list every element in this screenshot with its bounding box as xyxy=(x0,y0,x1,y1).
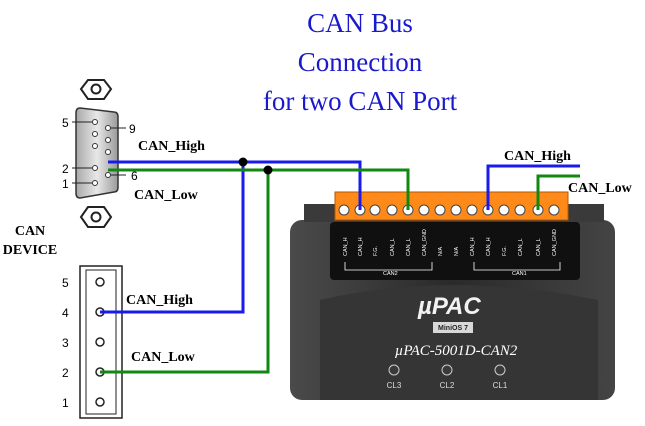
led-cl1-label: CL1 xyxy=(493,381,508,390)
title-line-2: Connection xyxy=(298,47,423,77)
db9-pin-9-label: 9 xyxy=(129,122,136,136)
terminal-label: CAN_L xyxy=(390,238,396,256)
db9-can-high-label: CAN_High xyxy=(138,139,205,154)
can-device-label-line-1: CAN xyxy=(15,224,45,239)
can-high-wire-db9 xyxy=(108,160,362,210)
can-device-pin-3: 3 xyxy=(62,336,69,350)
title-line-1: CAN Bus xyxy=(307,8,413,38)
can-high-wire-device xyxy=(100,162,245,314)
terminal-label: CAN_H xyxy=(470,237,476,256)
can-device: CAN DEVICE 5 4 3 2 1 CAN_High CAN_Low xyxy=(3,224,196,419)
db9-top-hex-nut xyxy=(79,79,113,100)
can-low-wire-db9 xyxy=(108,168,410,210)
terminal-labels: CAN_H CAN_H F.G. CAN_L CAN_L CAN_GND N/A… xyxy=(343,229,558,256)
can-device-pin-1: 1 xyxy=(62,396,69,410)
minios-badge-text: MiniOS 7 xyxy=(438,325,468,332)
terminal-label: CAN_H xyxy=(486,237,492,256)
minios-badge xyxy=(433,322,473,333)
can-high-junction-dot xyxy=(238,157,248,167)
upac-module: CAN_H CAN_H F.G. CAN_L CAN_L CAN_GND N/A… xyxy=(290,191,615,400)
terminal-block xyxy=(334,191,569,221)
terminal-label: N/A xyxy=(438,247,444,257)
terminal-label: CAN_L xyxy=(406,238,412,256)
db9-pin-leaders xyxy=(72,121,126,184)
can-low-wire-device xyxy=(100,170,270,374)
db9-connector: 5 9 2 6 1 CAN_High CAN_Low xyxy=(62,79,205,228)
can-device-label-line-2: DEVICE xyxy=(3,243,57,258)
status-leds xyxy=(388,364,506,376)
can-device-pin-5: 5 xyxy=(62,276,69,290)
led-cl3-label: CL3 xyxy=(387,381,402,390)
terminal-label: CAN_GND xyxy=(552,229,558,256)
led-cl2 xyxy=(441,364,453,376)
right-port-can-low-label: CAN_Low xyxy=(568,181,633,196)
terminal-label: N/A xyxy=(454,247,460,257)
led-cl1 xyxy=(494,364,506,376)
db9-pin-5-label: 5 xyxy=(62,116,69,130)
led-cl3 xyxy=(388,364,400,376)
upac-logo: µPAC xyxy=(417,293,481,320)
terminal-label: CAN_H xyxy=(358,237,364,256)
can-device-pin-2: 2 xyxy=(62,366,69,380)
terminal-screws xyxy=(338,204,560,216)
db9-pin-holes xyxy=(92,119,111,186)
right-port-can-high-label: CAN_High xyxy=(504,149,571,164)
can1-group-label: CAN1 xyxy=(512,271,527,277)
title-line-3: for two CAN Port xyxy=(263,86,458,116)
terminal-label: F.G. xyxy=(502,245,508,256)
can-group-brackets xyxy=(344,262,561,271)
db9-pin-6-label: 6 xyxy=(131,169,138,183)
can-device-can-high-label: CAN_High xyxy=(126,293,193,308)
can2-group-label: CAN2 xyxy=(383,271,398,277)
can-low-junction-dot xyxy=(263,165,273,175)
module-model-name: µPAC-5001D-CAN2 xyxy=(395,343,518,359)
can-low-wire-right xyxy=(536,174,580,210)
can-device-pin-4: 4 xyxy=(62,306,69,320)
terminal-label: F.G. xyxy=(373,245,379,256)
terminal-label: CAN_GND xyxy=(422,229,428,256)
db9-pin-2-label: 2 xyxy=(62,162,69,176)
terminal-label: CAN_L xyxy=(518,238,524,256)
led-cl2-label: CL2 xyxy=(440,381,455,390)
wires xyxy=(100,160,580,374)
module-label-panel xyxy=(330,222,580,280)
terminal-label: CAN_L xyxy=(536,238,542,256)
diagram-title: CAN Bus Connection for two CAN Port xyxy=(263,8,458,116)
can-high-wire-right xyxy=(486,164,580,210)
db9-bottom-hex-nut xyxy=(79,206,113,228)
db9-pin-1-label: 1 xyxy=(62,177,69,191)
can-device-can-low-label: CAN_Low xyxy=(131,350,196,365)
terminal-label: CAN_H xyxy=(343,237,349,256)
db9-can-low-label: CAN_Low xyxy=(134,188,199,203)
